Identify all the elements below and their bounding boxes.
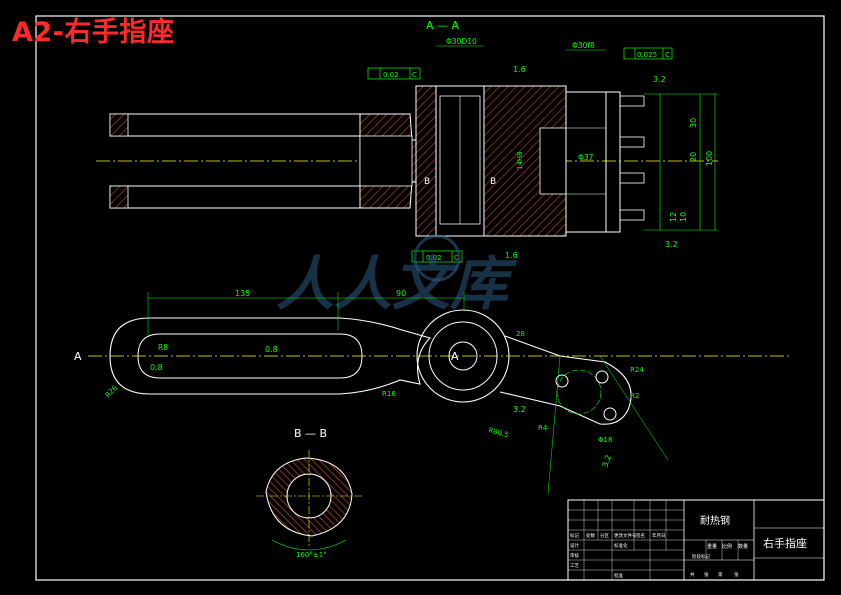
svg-text:C: C	[412, 71, 417, 79]
svg-text:C: C	[665, 51, 670, 59]
rough-0-8-b: 0.8	[150, 363, 163, 372]
section-bb-label: B — B	[294, 427, 327, 440]
rough-3-2-b: 3.2	[665, 240, 678, 249]
rough-1-6-b: 1.6	[505, 251, 518, 260]
tb-cell-8: 审核	[570, 552, 579, 559]
dim-14h8: 14H8	[516, 151, 524, 170]
dim-10: 10	[679, 212, 688, 222]
dim-phi30d10: Φ30D10	[446, 37, 477, 46]
tb-cell-9: 工艺	[570, 563, 579, 569]
tolerance-frame-3: 0.02 C	[411, 250, 463, 263]
tolerance-frame-1: 0.02 C	[367, 67, 421, 80]
material-label: 耐热钢	[700, 514, 730, 527]
dim-r16: R16	[382, 390, 396, 398]
dim-30: 30	[689, 118, 698, 128]
cut-b-right: B	[490, 177, 496, 187]
dim-28: 28	[516, 330, 525, 338]
tb-cell-1: 处数	[586, 532, 595, 539]
dim-90: 90	[396, 289, 406, 298]
watermark-logo	[413, 234, 461, 282]
section-aa-view: A — A 100 30 20 10 1	[96, 19, 718, 263]
svg-text:0.02: 0.02	[383, 71, 399, 79]
qty-label: 数量	[738, 543, 748, 550]
dim-phi30f8: Φ30f8	[572, 41, 595, 50]
tb-cell-7: 标准化	[614, 542, 628, 549]
tb-cell-14: 第	[718, 571, 723, 578]
dim-phi18: Φ18	[598, 436, 612, 444]
sheet-title: A2-右手指座	[12, 17, 175, 48]
dim-r8: R8	[158, 343, 168, 352]
dim-r2: R2	[630, 392, 639, 400]
sheet-border	[35, 15, 825, 581]
tb-cell-15: 张	[734, 571, 739, 578]
cut-a-right: A	[451, 350, 459, 363]
dim-12: 12	[669, 212, 678, 222]
dim-phi37: Φ37	[578, 153, 594, 162]
tb-cell-13: 张	[704, 571, 709, 578]
rough-3-2-d: 3.2	[600, 454, 613, 469]
watermark-text: 人人文库	[276, 250, 518, 318]
tb-cell-10: 批准	[614, 572, 623, 579]
dim-r26: R26	[104, 384, 120, 400]
cut-b-left: B	[424, 177, 430, 187]
front-view: A A 135 90 R8 0.8 0.8 R26 R16 R80.5 3.2 …	[74, 289, 790, 495]
part-name-label: 右手指座	[763, 536, 807, 550]
dim-135: 135	[235, 289, 250, 298]
tb-cell-0: 标记	[570, 532, 579, 539]
weight-label: 重量	[707, 543, 717, 550]
tb-cell-4: 签名	[636, 532, 645, 539]
scale-label: 比例	[722, 543, 732, 550]
dim-r80-5: R80.5	[487, 426, 509, 439]
rough-1-6-a: 1.6	[513, 65, 526, 74]
section-bb-view: B — B 160°±1°	[256, 427, 362, 559]
svg-text:0.025: 0.025	[637, 51, 657, 59]
dim-r24: R24	[630, 366, 644, 374]
rough-3-2-c: 3.2	[513, 405, 526, 414]
rough-0-8-a: 0.8	[265, 345, 278, 354]
dim-100: 100	[705, 151, 714, 166]
cut-a-left: A	[74, 350, 82, 363]
svg-text:0.02: 0.02	[426, 254, 442, 262]
dim-r4: R4	[538, 424, 548, 432]
tb-cell-5: 年月日	[652, 532, 666, 539]
dim-160-deg: 160°±1°	[296, 551, 327, 559]
tb-cell-11: 阶段标记	[692, 553, 710, 560]
tb-cell-3: 更改文件号	[614, 532, 637, 539]
rough-3-2-a: 3.2	[653, 75, 666, 84]
svg-text:C: C	[454, 254, 459, 262]
title-block: 耐热钢 右手指座 比例 数量 重量 标记 处数 分区 更改文件号 签名 年月日 …	[567, 499, 825, 581]
tb-cell-12: 共	[690, 571, 695, 578]
dim-20: 20	[689, 152, 698, 162]
tb-cell-2: 分区	[600, 532, 609, 539]
section-aa-label: A — A	[426, 19, 460, 32]
tb-cell-6: 设计	[570, 542, 579, 549]
tolerance-frame-2: 0.025 C	[623, 47, 673, 60]
